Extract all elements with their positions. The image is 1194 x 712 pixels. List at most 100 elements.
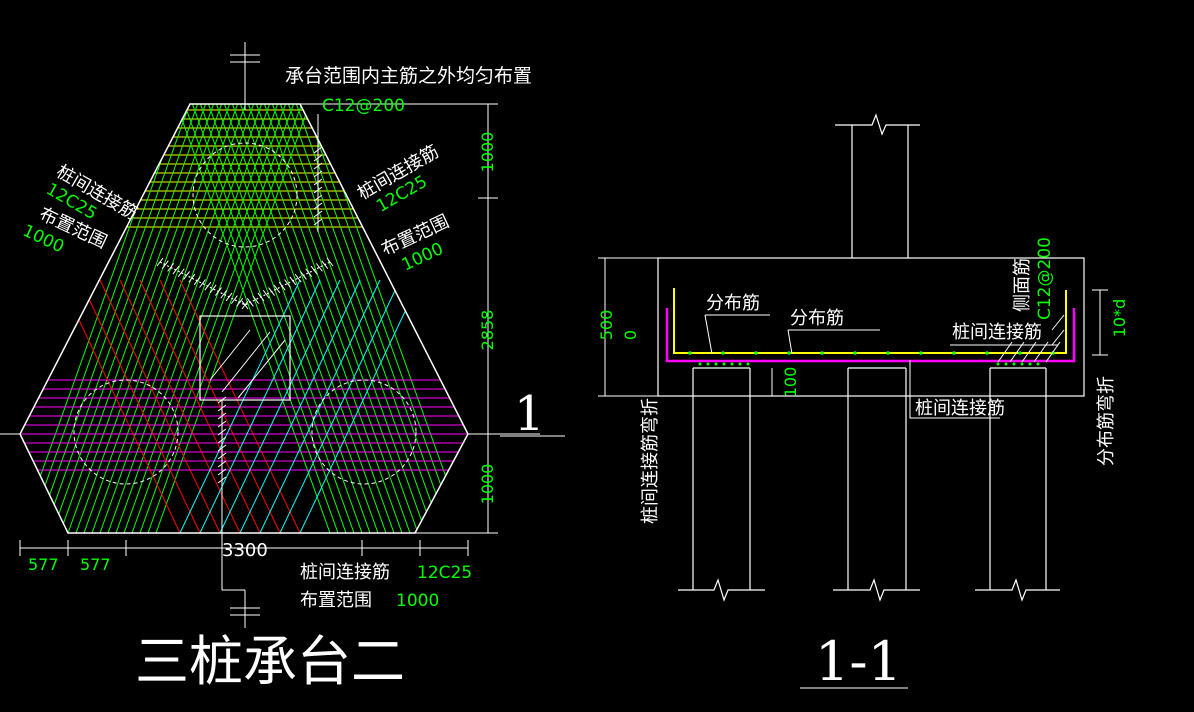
pile-top [192, 142, 298, 248]
green-rebar-line [310, 104, 467, 533]
bottom-label-2-spec: 1000 [396, 591, 439, 611]
plan-title: 三桩承台二 [135, 630, 405, 693]
cyan-rebar-line [219, 279, 341, 533]
green-rebar-line [302, 104, 459, 533]
green-rebar-line [27, 104, 184, 533]
cyan-rebar-line [259, 279, 381, 533]
column-hatch [209, 329, 286, 399]
plan-view: 1000 2858 1000 577 577 3300 承台范围内主筋之外均匀布… [0, 42, 565, 693]
section-label-distrib-1: 分布筋 [706, 293, 760, 314]
pile-bottom-left [73, 379, 179, 485]
bottom-label-2: 布置范围 [300, 590, 372, 611]
section-label-distrib-2: 分布筋 [790, 308, 844, 329]
rebar-dot [698, 362, 702, 366]
rebar-dot [996, 362, 1000, 366]
rebar-dot [1018, 351, 1022, 355]
rebar-dot [853, 351, 857, 355]
note-top: 承台范围内主筋之外均匀布置 [285, 65, 532, 87]
section-dim-depth: 500 [597, 310, 616, 341]
bottom-label-1: 桩间连接筋 [300, 562, 390, 583]
section-label-left-vertical: 桩间连接筋弯折 [640, 398, 661, 524]
section-piles [678, 367, 1060, 602]
section-label-right-vertical: 分布筋弯折 [1096, 376, 1117, 466]
section-right-dimension [1092, 289, 1108, 356]
rebar-dot [738, 362, 742, 366]
tick-mark [326, 257, 334, 267]
dim-bottom-left-1: 577 [28, 555, 59, 574]
pile-bottom-right [311, 379, 417, 485]
tick-mark [262, 289, 270, 299]
section-label-link-bottom: 桩间连接筋 [915, 398, 1005, 419]
dim-bottom-total: 3300 [222, 540, 268, 561]
tick-mark [209, 284, 217, 294]
tick-mark [284, 279, 291, 288]
rebar-dot [985, 351, 989, 355]
section-dim-cover: 100 [781, 367, 800, 398]
red-rebar-line [59, 279, 181, 533]
rebar-dot [754, 351, 758, 355]
right-dimension-line [0, 103, 540, 534]
section-left-dimension [598, 257, 773, 397]
section-view: 500 0 100 10*d 分布筋 分布筋 桩间连接筋 桩间连接筋 侧面筋 C… [597, 113, 1129, 693]
center-axis [221, 42, 260, 628]
dim-middle: 2858 [478, 310, 497, 351]
section-label-side: 侧面筋 [1012, 258, 1033, 312]
cyan-rebar-line [279, 279, 401, 533]
rebar-dot [787, 351, 791, 355]
section-column [835, 113, 920, 258]
bottom-dimension-line [19, 540, 469, 556]
section-title: 1-1 [815, 630, 902, 693]
tick-mark [167, 263, 175, 272]
section-label-link-top: 桩间连接筋 [952, 322, 1042, 343]
tick-mark [305, 268, 313, 278]
tick-mark [294, 273, 302, 283]
section-distribution-bar [673, 288, 1067, 354]
section-label-side-spec: C12@200 [1035, 237, 1055, 320]
tick-mark [220, 289, 228, 299]
section-dim-bend: 10*d [1110, 299, 1129, 338]
tick-mark [188, 273, 196, 283]
rebar-dot [714, 362, 718, 366]
section-bar-dots [688, 351, 1055, 366]
cyan-rebar-line [179, 279, 301, 533]
cyan-rebar-line [199, 279, 321, 533]
rebar-dot [820, 351, 824, 355]
rebar-dot [746, 362, 750, 366]
tick-mark [273, 284, 281, 294]
section-cap-outline [657, 257, 1085, 397]
dim-bottom-left-2: 577 [80, 555, 111, 574]
section-leaders [704, 314, 1058, 419]
rebar-dot [688, 351, 692, 355]
rebar-dot [730, 362, 734, 366]
rebar-dot [952, 351, 956, 355]
green-rebar-line [51, 104, 208, 533]
rebar-dot [1004, 362, 1008, 366]
dim-top: 1000 [478, 132, 497, 173]
rebar-dot [919, 351, 923, 355]
rebar-dot [1028, 362, 1032, 366]
tick-mark [252, 295, 260, 304]
red-rebar-line [79, 279, 201, 533]
rebar-dot [706, 362, 710, 366]
tick-mark [230, 295, 238, 304]
section-dim-zero: 0 [621, 330, 640, 340]
rebar-dot [721, 351, 725, 355]
cyan-rebar-line [239, 279, 361, 533]
bottom-label-1-spec: 12C25 [417, 563, 472, 583]
rebar-dot [886, 351, 890, 355]
rebar-dot [1012, 362, 1016, 366]
rebar-dot [1036, 362, 1040, 366]
tick-mark [315, 263, 323, 272]
rebar-dot [1020, 362, 1024, 366]
cyan-rebar-line [299, 279, 421, 533]
green-rebar-line [35, 104, 192, 533]
tick-mark [177, 268, 185, 278]
note-top-spec: C12@200 [322, 96, 405, 116]
tick-mark [199, 279, 206, 288]
section-link-bar [665, 308, 1076, 363]
rebar-dot [722, 362, 726, 366]
tick-mark [241, 300, 249, 310]
dim-lower: 1000 [478, 464, 497, 505]
section-mark: 1 [514, 386, 545, 442]
column-section [199, 315, 291, 401]
